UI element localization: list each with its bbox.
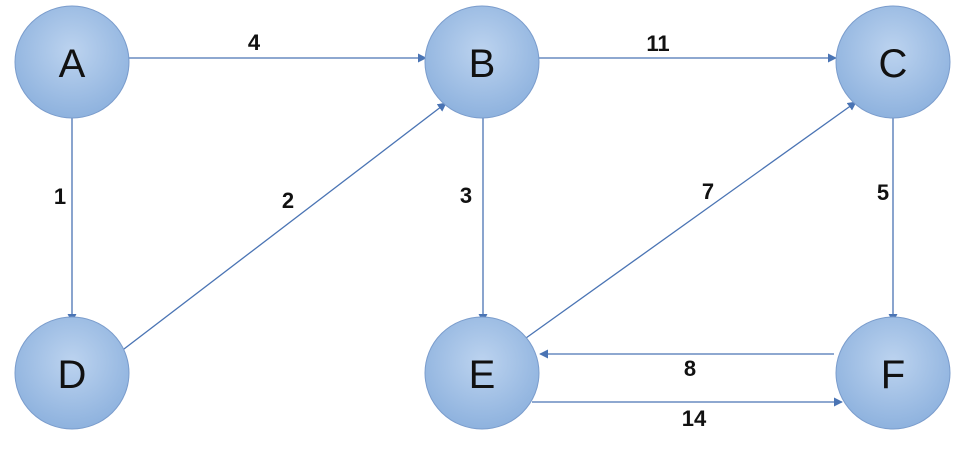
edge-weight-a-d: 1 [54,184,66,209]
node-c-circle [835,5,951,119]
edge-weight-b-c: 11 [646,31,669,56]
node-c: C [835,5,951,119]
node-d: D [14,316,130,430]
node-e-circle [424,316,540,430]
node-d-circle [14,316,130,430]
node-e: E [424,316,540,430]
edge-weight-a-b: 4 [248,30,261,55]
node-a: A [14,5,130,119]
nodes-layer: A B C D E F [14,5,951,430]
node-d-label: D [58,353,87,397]
edge-labels-layer: 4 11 1 2 3 7 5 8 14 [54,30,889,431]
edge-weight-f-e: 8 [684,356,696,381]
node-f: F [835,316,951,430]
node-b-circle [424,5,540,119]
edge-weight-c-f: 5 [877,180,889,205]
node-b: B [424,5,540,119]
node-e-label: E [469,353,496,397]
edge-d-b [119,102,447,353]
node-b-label: B [469,42,496,86]
node-f-label: F [881,353,905,397]
edge-weight-e-f: 14 [682,406,707,431]
edge-weight-b-e: 3 [460,183,472,208]
edges-layer [67,53,898,407]
edge-e-c [525,101,857,339]
edge-weight-e-c: 7 [702,179,714,204]
node-f-circle [835,316,951,430]
node-a-circle [14,5,130,119]
node-c-label: C [879,42,908,86]
node-a-label: A [59,42,86,86]
edge-weight-d-b: 2 [282,188,294,213]
